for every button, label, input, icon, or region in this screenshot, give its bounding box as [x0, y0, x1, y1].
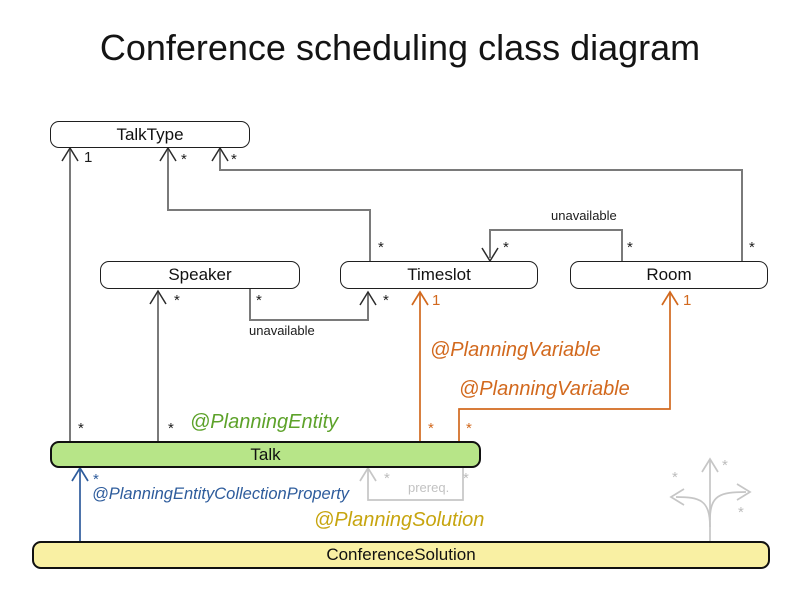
- arrowhead-other-top-icon: [701, 457, 719, 473]
- multiplicity-label: *: [231, 151, 237, 168]
- multiplicity-label: *: [503, 239, 509, 256]
- edge-label-prereq: prereq.: [408, 480, 450, 495]
- multiplicity-label: *: [749, 239, 755, 256]
- class-box-speaker: Speaker: [100, 261, 300, 289]
- multiplicity-label: 1: [84, 149, 93, 166]
- arrowhead-talktype-1-icon: [61, 146, 79, 162]
- multiplicity-label: *: [174, 292, 180, 309]
- multiplicity-label: *: [378, 239, 384, 256]
- multiplicity-label: *: [738, 504, 744, 521]
- multiplicity-label: *: [722, 457, 728, 474]
- class-box-conferencesolution: ConferenceSolution: [32, 541, 770, 569]
- other-collections-right-curve: [709, 491, 747, 521]
- annotation-planning-entity-collection-property: @PlanningEntityCollectionProperty: [92, 485, 350, 503]
- annotation-planning-entity: @PlanningEntity: [190, 411, 339, 433]
- arrowhead-other-left-icon: [669, 488, 685, 506]
- multiplicity-label: *: [383, 292, 389, 309]
- arrowhead-prereq-icon: [359, 466, 377, 482]
- talk-prereq-loop-line: [367, 468, 464, 501]
- class-label-conferencesolution: ConferenceSolution: [326, 545, 476, 564]
- edge-label-speaker-unavailable: unavailable: [249, 323, 315, 338]
- talk-room-variable-line: [458, 292, 671, 441]
- multiplicity-label: *: [168, 420, 174, 437]
- arrowhead-room-variable-icon: [661, 290, 679, 306]
- multiplicity-label: *: [93, 471, 99, 488]
- arrowhead-timeslot-variable-icon: [411, 290, 429, 306]
- arrowhead-other-right-icon: [736, 483, 752, 501]
- arrowhead-talktype-2-icon: [159, 146, 177, 162]
- class-box-timeslot: Timeslot: [340, 261, 538, 289]
- speaker-unavailable-timeslot-line: [249, 289, 369, 321]
- diagram-title: Conference scheduling class diagram: [99, 27, 701, 68]
- timeslot-to-talktype-line: [167, 148, 371, 261]
- multiplicity-label: *: [384, 470, 390, 487]
- edge-label-room-unavailable: unavailable: [551, 208, 617, 223]
- multiplicity-label: *: [78, 420, 84, 437]
- multiplicity-label: 1: [683, 292, 692, 309]
- class-box-room: Room: [570, 261, 768, 289]
- multiplicity-label: *: [627, 239, 633, 256]
- arrowhead-talktype-3-icon: [211, 146, 229, 162]
- annotation-planning-solution: @PlanningSolution: [314, 509, 485, 531]
- class-label-talktype: TalkType: [116, 124, 184, 144]
- multiplicity-label: *: [181, 151, 187, 168]
- class-label-speaker: Speaker: [168, 265, 232, 284]
- arrowhead-speaker-bottom-icon: [149, 289, 167, 305]
- class-label-room: Room: [646, 265, 692, 284]
- class-box-talk: Talk: [50, 441, 481, 468]
- annotation-planning-variable-room: @PlanningVariable: [459, 378, 630, 400]
- annotation-planning-variable-timeslot: @PlanningVariable: [430, 339, 601, 361]
- multiplicity-label: 1: [432, 292, 441, 309]
- arrowhead-talk-collection-icon: [71, 466, 89, 482]
- class-label-talk: Talk: [250, 444, 281, 464]
- multiplicity-label: *: [428, 420, 434, 437]
- arrowhead-timeslot-bottom-icon: [359, 290, 377, 306]
- class-label-timeslot: Timeslot: [407, 265, 471, 284]
- other-collections-left-curve: [675, 496, 711, 528]
- multiplicity-label: *: [466, 420, 472, 437]
- multiplicity-label: *: [256, 292, 262, 309]
- class-box-talktype: TalkType: [50, 121, 250, 148]
- multiplicity-label: *: [672, 469, 678, 486]
- room-to-talktype-line: [219, 148, 743, 261]
- room-unavailable-timeslot-line: [489, 229, 623, 261]
- multiplicity-label: *: [463, 470, 469, 487]
